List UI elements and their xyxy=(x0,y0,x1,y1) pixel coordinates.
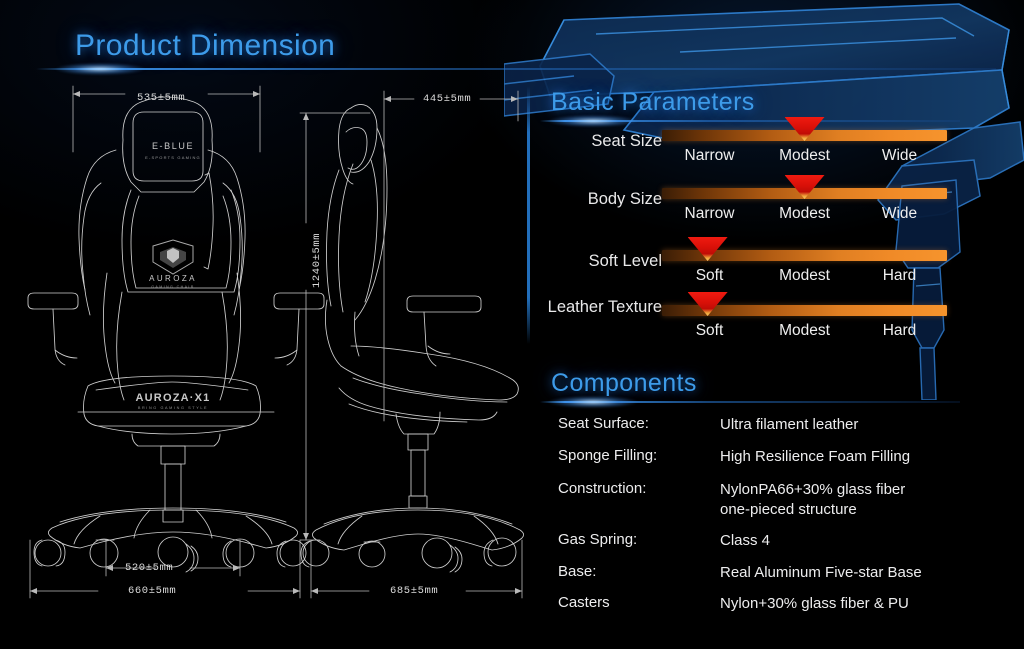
parameter-marker[interactable] xyxy=(784,175,825,199)
parameter-bar[interactable] xyxy=(662,305,947,316)
chair-branding: E-BLUE E-SPORTS GAMING AUROZA GAMING CHA… xyxy=(136,141,211,410)
svg-text:GAMING CHAIR: GAMING CHAIR xyxy=(151,285,195,289)
components-divider xyxy=(540,401,960,403)
dim-total-height: 1240±5mm xyxy=(311,232,323,288)
backrest-brand: AUROZA xyxy=(149,274,197,283)
component-key: Base: xyxy=(558,563,597,580)
component-value: Ultra filament leather xyxy=(720,416,859,433)
dim-front-width-top: 535±5mm xyxy=(137,92,186,104)
technical-drawings: E-BLUE E-SPORTS GAMING AUROZA GAMING CHA… xyxy=(27,85,525,599)
side-view-chair xyxy=(300,103,525,573)
parameter-scale: Soft Modest Hard xyxy=(662,267,947,285)
hud-left-tick xyxy=(527,86,530,344)
basic-parameters-title: Basic Parameters xyxy=(551,88,755,116)
component-value: High Resilience Foam Filling xyxy=(720,448,911,465)
scale-label: Modest xyxy=(779,205,830,222)
parameter-marker[interactable] xyxy=(784,117,825,141)
dim-base-depth: 685±5mm xyxy=(390,585,439,597)
seat-label: AUROZA·X1 xyxy=(136,392,211,404)
dim-base-inner-width: 520±5mm xyxy=(125,562,174,574)
dim-seat-depth: 445±5mm xyxy=(423,93,472,105)
svg-text:BRING GAMING STYLE: BRING GAMING STYLE xyxy=(138,406,208,410)
scale-label: Hard xyxy=(882,322,917,339)
parameter-marker[interactable] xyxy=(687,237,728,261)
dimension-lines xyxy=(29,85,523,599)
component-key: Gas Spring: xyxy=(558,531,638,548)
parameter-label: Body Size xyxy=(587,190,662,208)
front-view-chair xyxy=(27,96,325,573)
parameter-marker[interactable] xyxy=(687,292,728,316)
components-title: Components xyxy=(551,369,697,397)
title-divider xyxy=(36,68,996,70)
component-value: Class 4 xyxy=(720,532,771,549)
component-key: Casters xyxy=(558,594,610,611)
scale-label: Wide xyxy=(881,147,918,164)
component-key: Sponge Filling: xyxy=(558,447,658,464)
basic-parameters-divider xyxy=(540,120,960,122)
scale-label: Modest xyxy=(779,147,830,164)
scale-label: Narrow xyxy=(684,147,735,164)
parameter-label: Seat Size xyxy=(591,132,662,150)
component-key: Construction: xyxy=(558,480,647,497)
parameter-scale: Soft Modest Hard xyxy=(662,322,947,340)
headrest-brand: E-BLUE xyxy=(152,141,194,151)
scale-label: Modest xyxy=(779,267,830,284)
scale-label: Hard xyxy=(882,267,917,284)
scale-label: Wide xyxy=(881,205,918,222)
scale-label: Soft xyxy=(695,267,724,284)
dim-base-outer-width: 660±5mm xyxy=(128,585,177,597)
component-value: Nylon+30% glass fiber & PU xyxy=(720,595,909,612)
scale-label: Soft xyxy=(695,322,724,339)
parameter-label: Soft Level xyxy=(588,252,662,270)
parameter-label: Leather Texture xyxy=(547,298,662,316)
component-value: Real Aluminum Five-star Base xyxy=(720,564,922,581)
component-key: Seat Surface: xyxy=(558,415,649,432)
parameter-bar[interactable] xyxy=(662,250,947,261)
parameter-scale: Narrow Modest Wide xyxy=(662,147,947,165)
scale-label: Narrow xyxy=(684,205,735,222)
parameter-scale: Narrow Modest Wide xyxy=(662,205,947,223)
page-title: Product Dimension xyxy=(75,29,336,62)
svg-text:E-SPORTS GAMING: E-SPORTS GAMING xyxy=(145,155,201,160)
scale-label: Modest xyxy=(779,322,830,339)
